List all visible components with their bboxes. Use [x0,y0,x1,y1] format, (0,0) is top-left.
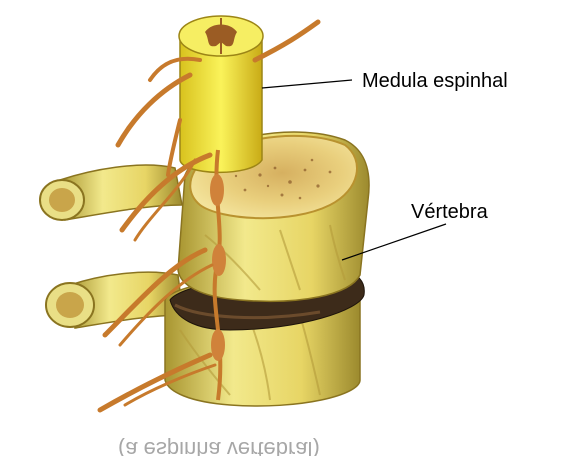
cutoff-caption: (a espinha vertebral) [118,438,538,456]
transverse-process-upper [39,164,183,221]
spinal-cord-leader-line [261,79,353,89]
vertebra-leader-line [341,223,447,261]
spinal-nerves [97,19,321,413]
spinal-cord [178,15,264,174]
spinal-cord-label: Medula espinhal [362,70,508,92]
cutoff-caption-text: (a espinha vertebral) [118,438,320,456]
sympathetic-trunk [210,149,226,401]
vertebra-label: Vértebra [411,201,488,223]
